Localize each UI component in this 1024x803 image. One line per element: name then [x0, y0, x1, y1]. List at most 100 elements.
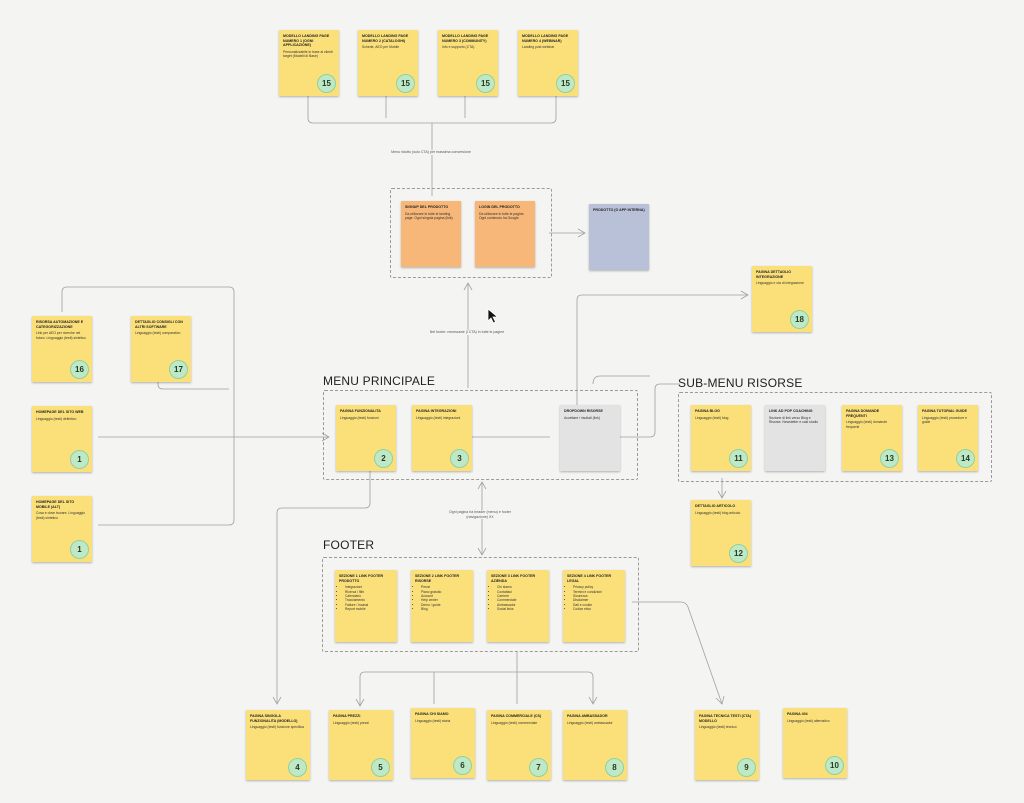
note-body: Linguaggio (testi) funzione specifica [250, 725, 304, 730]
sticky-note-features-page[interactable]: Pagina funzionalita Linguaggio (testi) f… [336, 405, 396, 471]
sticky-note-technical[interactable]: Pagina tecnica testi (CTA) modello Lingu… [695, 710, 759, 780]
note-body: Da utilizzare in tutte le pagine. Ogni c… [479, 211, 525, 220]
note-body: Link per AEO per ricerche nel futuro. Li… [36, 331, 86, 340]
sticky-note-homepage-web[interactable]: Homepage del sito web Linguaggio (testi)… [32, 406, 92, 472]
note-title: Modello landing page numero 1 (ogni appl… [283, 34, 330, 48]
sticky-note-automation[interactable]: Risorsa automazione e categorizzazione L… [32, 316, 92, 382]
page-number-badge: 4 [288, 758, 307, 777]
sticky-note-dropdown-risorse[interactable]: Dropdown risorse Accettare i risultati (… [560, 405, 620, 471]
connector [576, 294, 748, 410]
sticky-note-footer-legal[interactable]: Sezione 4 link footer legal Privacy poli… [563, 570, 625, 642]
sticky-note-pricing[interactable]: Pagina prezzi Linguaggio (testi) prezzi … [329, 710, 393, 780]
note-body: Linguaggio (testi) tecnico [699, 725, 737, 730]
note-title: Risorsa automazione e categorizzazione [36, 320, 84, 329]
sticky-note-landing-4[interactable]: Modello landing page numero 4 (webinar) … [518, 30, 578, 96]
sticky-note-link-preview[interactable]: Link ad pop coaching Sezione di link ver… [765, 405, 825, 471]
sticky-note-integration-detail[interactable]: Pagina dettaglio integrazione Linguaggio… [752, 266, 812, 332]
note-body: Cosa e dove trovare. Linguaggio (testi) … [36, 511, 86, 520]
footer-link: Piano gratuito [421, 590, 469, 594]
note-body: Da utilizzare in tutte le landing page. … [405, 211, 453, 220]
sticky-note-single-feature[interactable]: Pagina singola funzionalita (modello) Li… [246, 710, 310, 780]
sticky-note-tutorial-page[interactable]: Pagina tutorial guide Linguaggio (testi)… [918, 405, 978, 471]
sticky-note-signup[interactable]: Signup del prodotto Da utilizzare in tut… [401, 201, 461, 267]
sticky-note-landing-2[interactable]: Modello landing page numero 2 (cataloghi… [358, 30, 418, 96]
note-title: Modello landing page numero 3 (community… [442, 34, 489, 43]
note-title: Homepage del sito web [36, 410, 84, 414]
sticky-note-integrations-page[interactable]: Pagina integrazioni Linguaggio (testi) i… [412, 405, 472, 471]
note-body: Personalizzabile in base ai clienti targ… [283, 49, 333, 59]
footer-link: Help center [421, 598, 469, 602]
connector [740, 290, 749, 300]
sticky-note-commercial[interactable]: Pagina commerciale (CS) Linguaggio (test… [487, 710, 551, 780]
sticky-note-article-detail[interactable]: Dettaglio articolo Linguaggio (testi) bl… [691, 500, 751, 566]
page-number-badge: 18 [790, 310, 809, 329]
sticky-note-blog-page[interactable]: Pagina blog Linguaggio (testi) blog 11 [691, 405, 751, 471]
note-body: Linguaggio (testi) commerciale [491, 720, 538, 725]
note-body: Linguaggio (testi) comparativo [135, 331, 181, 336]
connector [592, 375, 650, 385]
footer-link: Fatture / incassi [345, 603, 393, 607]
sticky-note-landing-3[interactable]: Modello landing page numero 3 (community… [438, 30, 498, 96]
note-body: Linguaggio (testi) storia [415, 718, 451, 723]
footer-link: Termini e condizioni [573, 590, 621, 594]
note-body: Landing post webinar [522, 45, 555, 50]
connector [157, 378, 229, 390]
page-number-badge: 15 [476, 74, 495, 93]
sticky-note-comparison[interactable]: Dettaglio consigli con altri software Li… [131, 316, 191, 382]
note-title: Pagina domande frequenti [846, 409, 880, 418]
sticky-note-product-app[interactable]: Prodotto (o app interna) [589, 204, 649, 270]
page-number-badge: 11 [729, 449, 748, 468]
page-number-badge: 15 [317, 74, 336, 93]
sticky-note-landing-1[interactable]: Modello landing page numero 1 (ogni appl… [279, 30, 339, 96]
connector [632, 601, 723, 705]
connector [359, 671, 594, 706]
sticky-note-about-us[interactable]: Pagina chi siamo Linguaggio (testi) stor… [411, 708, 475, 778]
sticky-note-footer-azienda[interactable]: Sezione 3 link footer azienda Chi siamo … [487, 570, 549, 642]
footer-link: Tracciamento [345, 598, 393, 602]
note-title: Dettaglio consigli con altri software [135, 320, 183, 329]
footer-link-list: Privacy policy Termini e condizioni Sicu… [567, 585, 621, 611]
footer-link: Contattaci [497, 590, 545, 594]
footer-link: Ambassador [497, 603, 545, 607]
note-title: Modello landing page numero 2 (cataloghi… [362, 34, 409, 43]
page-number-badge: 15 [396, 74, 415, 93]
connector [477, 547, 487, 556]
note-title: Dettaglio articolo [695, 504, 736, 508]
note-title: Link ad pop coaching [769, 409, 813, 413]
connector [321, 432, 330, 442]
note-title: Sezione 2 link footer risorse [415, 574, 460, 583]
note-title: Sezione 3 link footer azienda [491, 574, 536, 583]
footer-link: Social links [497, 607, 545, 611]
connector [307, 93, 557, 124]
note-title: Pagina prezzi [333, 714, 361, 718]
sticky-note-footer-risorse[interactable]: Sezione 2 link footer risorse Prezzi Pia… [411, 570, 473, 642]
footer-link: Blog [421, 607, 469, 611]
sticky-note-ambassador[interactable]: Pagina ambassador Linguaggio (testi) amb… [563, 710, 627, 780]
page-number-badge: 8 [605, 758, 624, 777]
note-title: Pagina integrazioni [416, 409, 457, 413]
connector [463, 282, 473, 291]
sticky-note-faq-page[interactable]: Pagina domande frequenti Linguaggio (tes… [842, 405, 902, 471]
footer-link: Integrazioni [345, 585, 393, 589]
connector [272, 696, 282, 705]
note-title: Dropdown risorse [564, 409, 603, 413]
sticky-note-login[interactable]: Login del prodotto Da utilizzare in tutt… [475, 201, 535, 267]
note-title: Login del prodotto [479, 205, 520, 209]
note-body: Linguaggio (testi) definitivo [36, 416, 77, 421]
sticky-note-404[interactable]: Pagina 404 Linguaggio (testi) alternativ… [783, 708, 847, 778]
footer-link-list: Prezzi Piano gratuito Account Help cente… [415, 585, 469, 611]
note-title: Sezione 4 link footer legal [567, 574, 612, 583]
sticky-note-homepage-mobile[interactable]: Homepage del sito mobile (alt) Cosa e do… [32, 496, 92, 562]
note-body: Linguaggio (testi) procedure e guide [922, 415, 968, 424]
connector [355, 698, 365, 707]
footer-link: Report mobile [345, 607, 393, 611]
note-body: Linguaggio (testi) funzioni [340, 415, 379, 420]
section-title-footer: FOOTER [323, 538, 375, 552]
connector [717, 490, 727, 499]
note-title: Pagina tutorial guide [922, 409, 967, 413]
note-title: Pagina blog [695, 409, 720, 413]
sticky-note-footer-prodotto[interactable]: Sezione 1 link footer prodotto Integrazi… [335, 570, 397, 642]
note-body: Info e supporto (CTA) [442, 45, 475, 50]
page-number-badge: 9 [737, 758, 756, 777]
note-title: Pagina dettaglio integrazione [756, 270, 792, 279]
